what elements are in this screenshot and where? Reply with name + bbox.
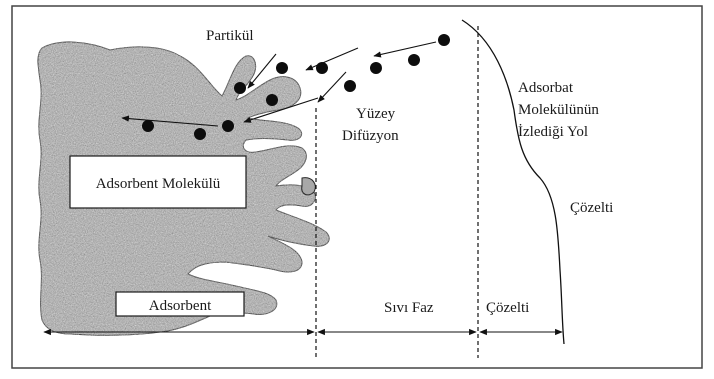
solution-label-bottom: Çözelti xyxy=(486,300,529,316)
molecule-dot xyxy=(316,62,328,74)
molecule-dot xyxy=(276,62,288,74)
particle-label: Partikül xyxy=(206,28,254,44)
molecule-dot xyxy=(370,62,382,74)
adsorbate-path-curve xyxy=(462,20,564,344)
adsorbate-path-label-2: Molekülünün xyxy=(518,102,599,118)
molecule-dot xyxy=(438,34,450,46)
molecule-dot xyxy=(142,120,154,132)
molecule-dot xyxy=(408,54,420,66)
molecule-dot xyxy=(344,80,356,92)
molecule-dot xyxy=(222,120,234,132)
liquid-phase-label: Sıvı Faz xyxy=(384,300,434,316)
adsorbent-label: Adsorbent xyxy=(149,298,212,314)
surface-label: Yüzey xyxy=(356,106,396,122)
adsorbate-path-label-1: Adsorbat xyxy=(518,80,574,96)
molecule-dot xyxy=(234,82,246,94)
adsorbent-molecule-label: Adsorbent Molekülü xyxy=(96,176,221,192)
molecule-dot xyxy=(266,94,278,106)
molecule-dot xyxy=(194,128,206,140)
diffusion-label: Difüzyon xyxy=(342,128,399,144)
solution-label-right: Çözelti xyxy=(570,200,613,216)
adsorbate-path-label-3: İzlediği Yol xyxy=(518,124,588,140)
